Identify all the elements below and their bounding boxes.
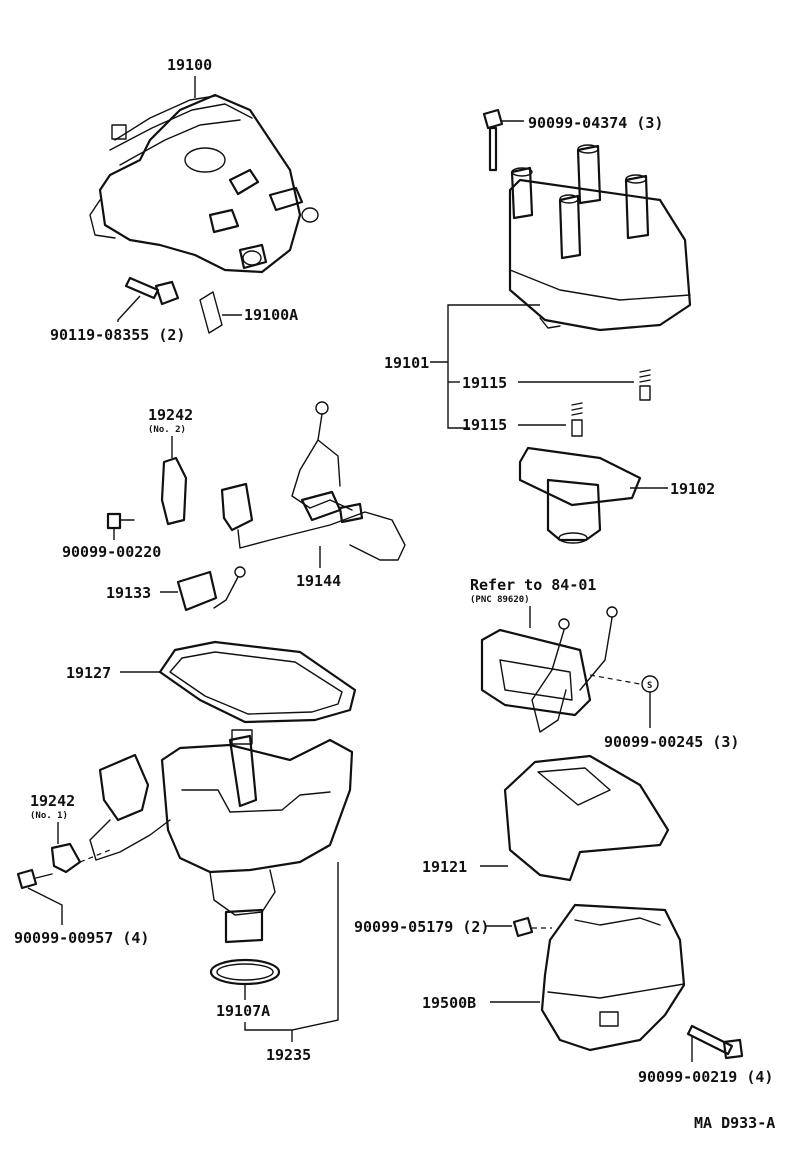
clamp-19242-no1	[50, 842, 82, 874]
label-90119-08355: 90119-08355 (2)	[50, 326, 185, 344]
label-19115-lower: 19115	[462, 416, 507, 434]
label-19133: 19133	[106, 584, 151, 602]
spring-19115-upper	[639, 369, 651, 401]
bolt-90099-05179	[512, 916, 552, 938]
housing-assembly-19235	[89, 729, 354, 944]
label-90099-00220: 90099-00220	[62, 543, 161, 561]
label-19127: 19127	[66, 664, 111, 682]
label-19144: 19144	[296, 572, 341, 590]
label-90099-00219: 90099-00219 (4)	[638, 1068, 773, 1086]
label-90099-04374: 90099-04374 (3)	[528, 114, 663, 132]
bolt-90099-00219	[686, 1024, 744, 1060]
bolt-90099-00957	[16, 868, 53, 890]
label-plate-19100A	[199, 291, 223, 334]
label-pnc-89620: (PNC 89620)	[470, 595, 530, 605]
spring-19115-lower	[571, 402, 583, 437]
distributor-cap-drawing	[508, 144, 692, 332]
label-19500B: 19500B	[422, 994, 476, 1012]
label-19100A: 19100A	[244, 306, 298, 324]
cover-19121	[503, 754, 670, 882]
label-19102: 19102	[670, 480, 715, 498]
label-19115-upper: 19115	[462, 374, 507, 392]
label-19235: 19235	[266, 1046, 311, 1064]
label-90099-00957: 90099-00957 (4)	[14, 929, 149, 947]
bolt-90099-00220	[106, 512, 135, 530]
bolt-90119-08355	[124, 276, 180, 306]
label-90099-00245: 90099-00245 (3)	[604, 733, 739, 751]
label-19101: 19101	[384, 354, 429, 372]
label-19107A: 19107A	[216, 1002, 270, 1020]
label-19100: 19100	[167, 56, 212, 74]
sensor-19133	[176, 566, 246, 612]
label-19242-no1-sub: (No. 1)	[30, 811, 68, 821]
wire-harness-19144	[220, 401, 406, 561]
label-19242-no1: 19242	[30, 792, 75, 810]
rotor-19102	[518, 446, 642, 544]
igniter-drawing	[480, 606, 618, 733]
distributor-assembly-drawing	[89, 93, 319, 274]
screw-mark-letter: S	[647, 681, 652, 691]
clamp-19242-no2	[160, 456, 188, 526]
label-19242-no2-sub: (No. 2)	[148, 425, 186, 435]
gasket-19127	[158, 640, 357, 724]
figure-code: MA D933-A	[694, 1114, 775, 1132]
label-19121: 19121	[422, 858, 467, 876]
screw-90099-04374	[482, 108, 504, 172]
label-90099-05179: 90099-05179 (2)	[354, 918, 489, 936]
housing-19500B	[540, 903, 686, 1052]
label-19242-no2: 19242	[148, 406, 193, 424]
label-refer-84-01: Refer to 84-01	[470, 576, 596, 594]
